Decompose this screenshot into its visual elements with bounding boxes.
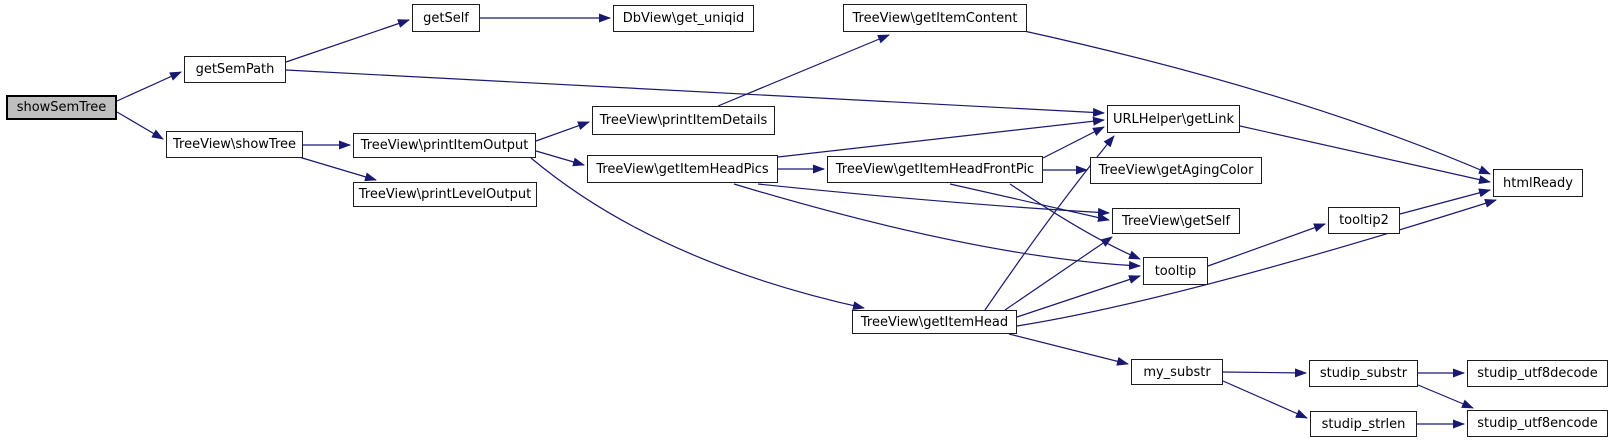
node-tooltip2[interactable]: tooltip2	[1328, 207, 1400, 234]
node-treeview-get-item-head-front-pic[interactable]: TreeView\getItemHeadFrontPic	[827, 156, 1043, 183]
edge-printItemDetails-to-getItemContent	[717, 34, 890, 107]
node-treeview-show-tree[interactable]: TreeView\showTree	[166, 131, 303, 158]
node-treeview-print-item-output[interactable]: TreeView\printItemOutput	[353, 133, 536, 158]
edge-printItemOutput-to-getItemHead	[530, 157, 865, 311]
edge-getItemContent-to-htmlReady	[1023, 30, 1491, 175]
edge-tooltip-to-tooltip2	[1207, 223, 1326, 267]
edge-group	[116, 13, 1497, 429]
edge-getItemHead-to-htmlReady	[1016, 199, 1497, 327]
node-urlhelper-get-link[interactable]: URLHelper\getLink	[1107, 105, 1240, 133]
edge-getItemHeadPics-to-tooltip	[733, 183, 1141, 270]
edge-getSemPath-to-getSelf	[285, 19, 410, 63]
node-treeview-get-item-content[interactable]: TreeView\getItemContent	[843, 4, 1027, 32]
node-tooltip[interactable]: tooltip	[1143, 257, 1208, 285]
edge-getItemHead-to-tooltip	[1016, 275, 1141, 318]
edge-my_substr-to-studip_strlen	[1222, 380, 1308, 419]
edge-showSemTree-to-showTree	[116, 111, 164, 140]
edge-tooltip2-to-htmlReady	[1399, 188, 1491, 215]
node-treeview-get-item-head[interactable]: TreeView\getItemHead	[852, 310, 1017, 334]
node-show-sem-tree: showSemTree	[6, 95, 117, 120]
edge-getItemHeadPics-to-getLink	[777, 116, 1105, 158]
edge-my_substr-to-studip_substr	[1222, 368, 1307, 378]
node-dbview-get-uniqid[interactable]: DbView\get_uniqid	[613, 5, 754, 32]
node-get-sem-path[interactable]: getSemPath	[184, 56, 286, 83]
edge-getItemHeadFrontPic-to-tooltip	[1009, 183, 1141, 260]
node-treeview-get-item-head-pics[interactable]: TreeView\getItemHeadPics	[587, 155, 778, 183]
edge-getLink-to-htmlReady	[1239, 125, 1491, 184]
edge-showSemTree-to-getSemPath	[116, 71, 182, 102]
node-html-ready[interactable]: htmlReady	[1493, 169, 1583, 197]
edge-getItemHead-to-getLink	[984, 135, 1115, 311]
node-studip-utf8encode[interactable]: studip_utf8encode	[1467, 410, 1608, 437]
edge-getSemPath-to-getLink	[285, 69, 1105, 117]
edge-getItemHead-to-treeGetSelf	[1004, 236, 1113, 311]
edge-showTree-to-printLevelOutput	[298, 156, 377, 182]
edge-getItemHead-to-my_substr	[1008, 333, 1129, 366]
node-treeview-get-self[interactable]: TreeView\getSelf	[1112, 208, 1240, 234]
edge-printItemOutput-to-printItemDetails	[535, 121, 590, 142]
node-treeview-get-aging-color[interactable]: TreeView\getAgingColor	[1090, 157, 1262, 184]
node-my-substr[interactable]: my_substr	[1131, 359, 1223, 385]
node-get-self[interactable]: getSelf	[412, 4, 480, 32]
edge-printItemOutput-to-getItemHeadPics	[535, 150, 585, 167]
edge-getItemHeadFrontPic-to-treeGetSelf	[949, 183, 1110, 222]
node-studip-strlen[interactable]: studip_strlen	[1310, 411, 1417, 437]
node-treeview-print-level-output[interactable]: TreeView\printLevelOutput	[353, 182, 537, 207]
node-studip-substr[interactable]: studip_substr	[1309, 360, 1418, 387]
node-treeview-print-item-details[interactable]: TreeView\printItemDetails	[592, 106, 775, 135]
node-studip-utf8decode[interactable]: studip_utf8decode	[1467, 360, 1608, 387]
edge-getItemHeadFrontPic-to-getLink	[1042, 126, 1105, 159]
edge-studip_substr-to-studip_utf8encode	[1417, 384, 1474, 409]
